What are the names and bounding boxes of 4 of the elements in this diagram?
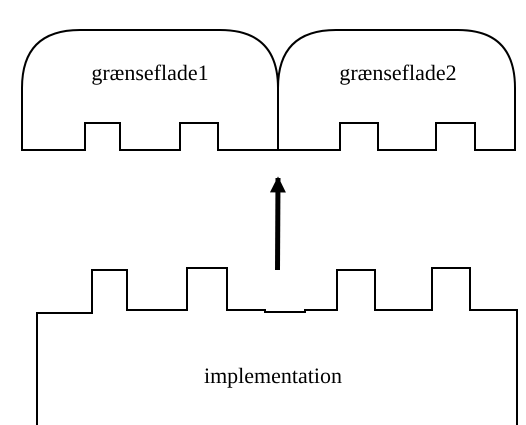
arrow (270, 176, 286, 270)
node-label: grænseflade2 (339, 60, 457, 86)
node-label: implementation (204, 363, 342, 389)
node-label: grænseflade1 (91, 60, 209, 86)
